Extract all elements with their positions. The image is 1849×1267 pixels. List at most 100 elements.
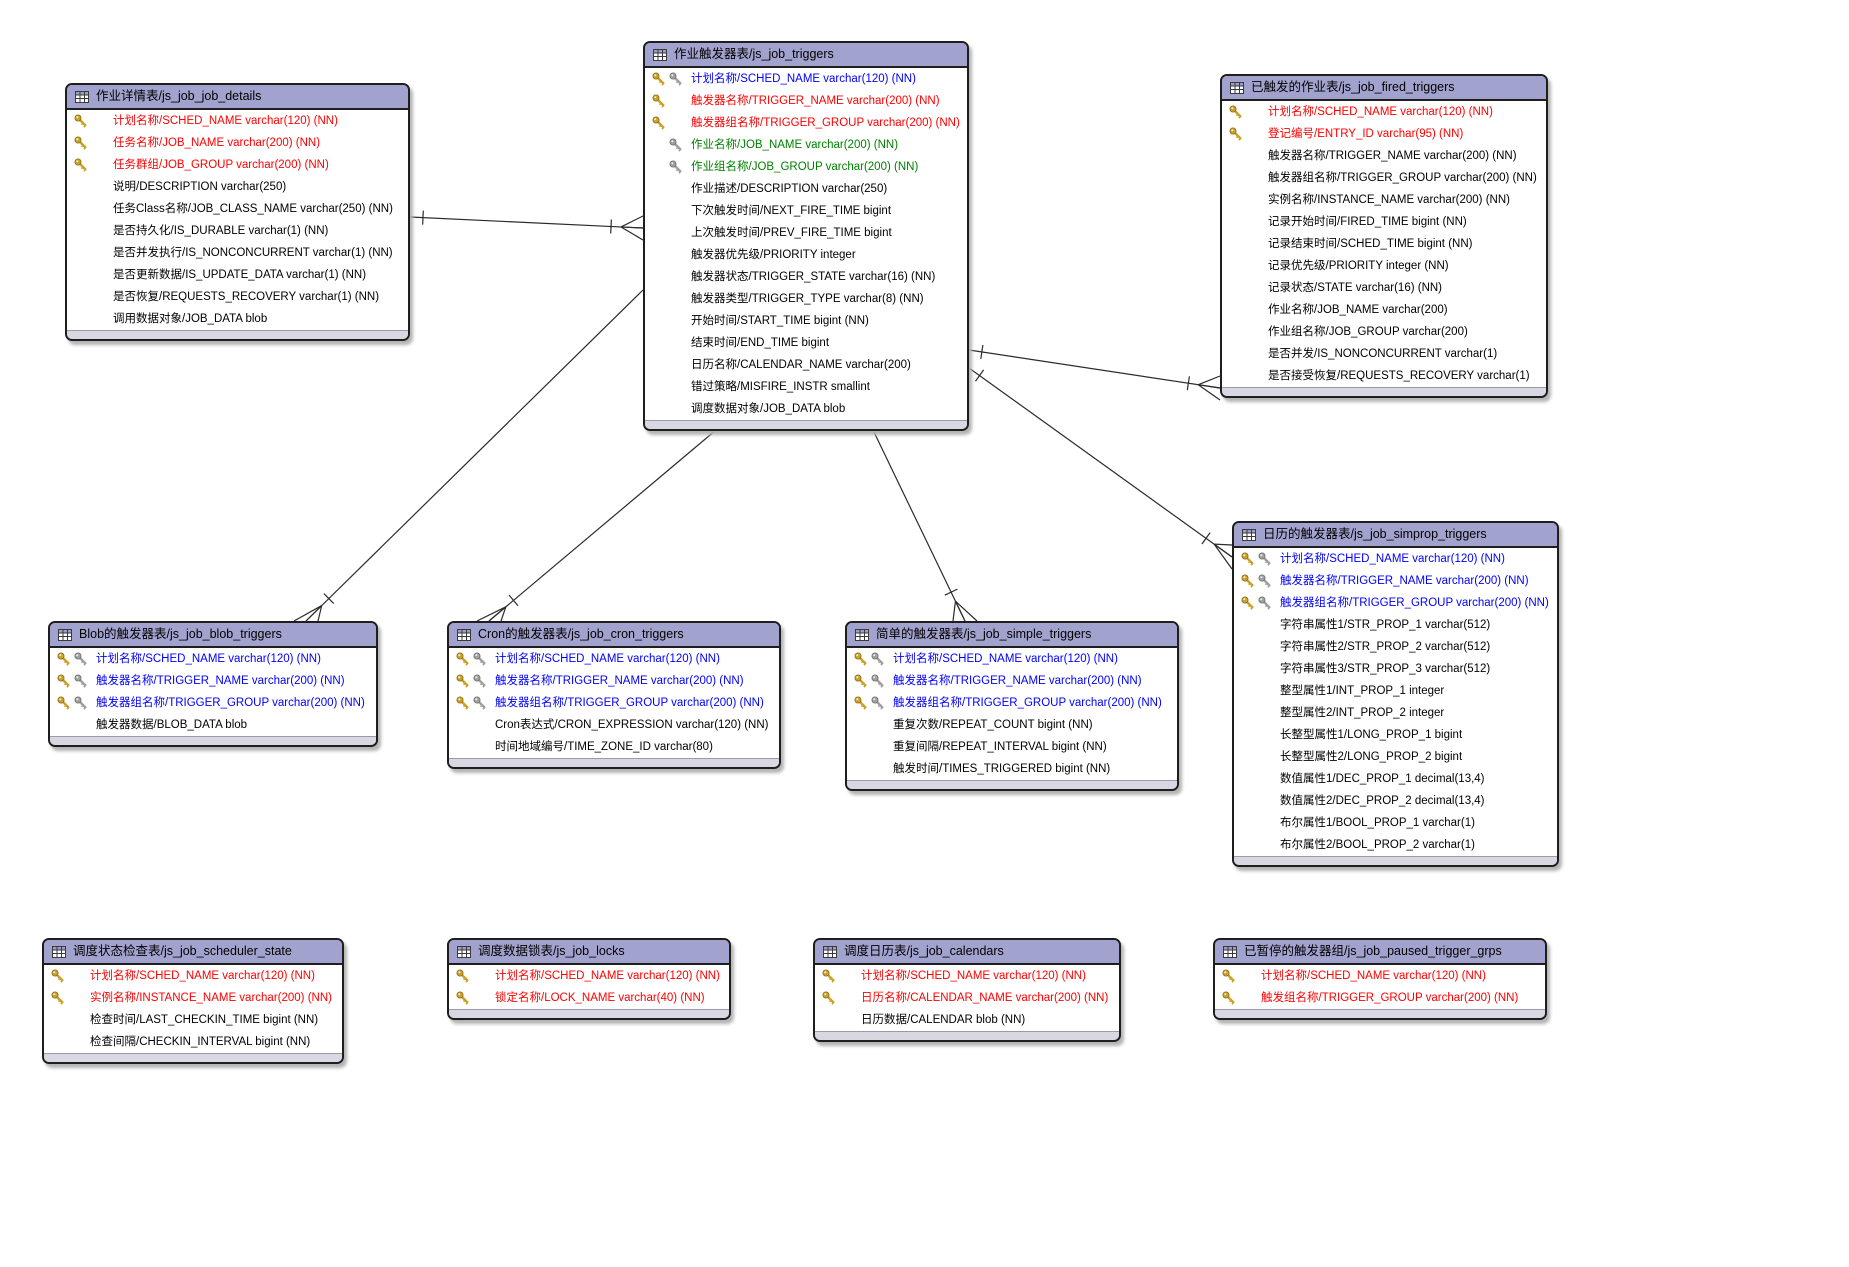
field-row-js_job_fired_triggers: 实例名称/INSTANCE_NAME varchar(200) (NN) <box>1222 189 1546 211</box>
field-label: 登记编号/ENTRY_ID varchar(95) (NN) <box>1268 128 1464 140</box>
entity-title: 简单的触发器表/js_job_simple_triggers <box>876 627 1092 641</box>
field-label: 计划名称/SCHED_NAME varchar(120) (NN) <box>90 970 315 982</box>
foreign-key-icon <box>74 696 88 710</box>
entity-footer <box>67 330 408 339</box>
foreign-key-icon <box>1258 574 1272 588</box>
field-label: 计划名称/SCHED_NAME varchar(120) (NN) <box>113 115 338 127</box>
field-row-js_job_paused_trigger_grps: 计划名称/SCHED_NAME varchar(120) (NN) <box>1215 965 1545 987</box>
primary-key-icon <box>456 969 470 983</box>
rel-job-details-to-triggers[interactable] <box>409 210 644 241</box>
primary-key-icon <box>854 696 868 710</box>
field-row-js_job_triggers: 开始时间/START_TIME bigint (NN) <box>645 310 967 332</box>
entity-title: 日历的触发器表/js_job_simprop_triggers <box>1263 527 1487 541</box>
field-row-js_job_simprop_triggers: 触发器组名称/TRIGGER_GROUP varchar(200) (NN) <box>1234 592 1557 614</box>
field-label: 记录结束时间/SCHED_TIME bigint (NN) <box>1268 238 1473 250</box>
primary-key-icon <box>1241 552 1255 566</box>
field-label: 任务Class名称/JOB_CLASS_NAME varchar(250) (N… <box>113 203 393 215</box>
table-icon <box>75 90 89 103</box>
primary-key-icon <box>456 991 470 1005</box>
field-label: 触发器组名称/TRIGGER_GROUP varchar(200) (NN) <box>893 697 1162 709</box>
entity-header[interactable]: 已触发的作业表/js_job_fired_triggers <box>1222 76 1546 101</box>
entity-header[interactable]: 作业触发器表/js_job_triggers <box>645 43 967 68</box>
entity-js_job_job_details[interactable]: 作业详情表/js_job_job_details 计划名称/SCHED_NAME … <box>65 83 410 341</box>
field-label: 触发器组名称/TRIGGER_GROUP varchar(200) (NN) <box>691 117 960 129</box>
field-row-js_job_cron_triggers: 触发器组名称/TRIGGER_GROUP varchar(200) (NN) <box>449 692 779 714</box>
rel-triggers-to-cron-triggers[interactable] <box>476 429 717 622</box>
entity-js_job_simprop_triggers[interactable]: 日历的触发器表/js_job_simprop_triggers 计划名称/SCHE… <box>1232 521 1559 867</box>
entity-header[interactable]: Blob的触发器表/js_job_blob_triggers <box>50 623 376 648</box>
field-label: 日历名称/CALENDAR_NAME varchar(200) (NN) <box>861 992 1109 1004</box>
entity-header[interactable]: Cron的触发器表/js_job_cron_triggers <box>449 623 779 648</box>
primary-key-icon <box>652 72 666 86</box>
field-label: 计划名称/SCHED_NAME varchar(120) (NN) <box>691 73 916 85</box>
field-row-js_job_triggers: 作业组名称/JOB_GROUP varchar(200) (NN) <box>645 156 967 178</box>
field-label: 计划名称/SCHED_NAME varchar(120) (NN) <box>1280 553 1505 565</box>
field-label: 触发组名称/TRIGGER_GROUP varchar(200) (NN) <box>1261 992 1519 1004</box>
field-row-js_job_triggers: 触发器类型/TRIGGER_TYPE varchar(8) (NN) <box>645 288 967 310</box>
field-label: 时间地域编号/TIME_ZONE_ID varchar(80) <box>495 741 713 753</box>
field-row-js_job_simprop_triggers: 整型属性2/INT_PROP_2 integer <box>1234 702 1557 724</box>
primary-key-icon <box>51 991 65 1005</box>
field-row-js_job_job_details: 说明/DESCRIPTION varchar(250) <box>67 176 408 198</box>
field-label: 重复次数/REPEAT_COUNT bigint (NN) <box>893 719 1093 731</box>
entity-header[interactable]: 调度日历表/js_job_calendars <box>815 940 1119 965</box>
entity-header[interactable]: 已暂停的触发器组/js_job_paused_trigger_grps <box>1215 940 1545 965</box>
entity-header[interactable]: 日历的触发器表/js_job_simprop_triggers <box>1234 523 1557 548</box>
table-icon <box>653 48 667 61</box>
field-row-js_job_simple_triggers: 重复间隔/REPEAT_INTERVAL bigint (NN) <box>847 736 1177 758</box>
primary-key-icon <box>1222 969 1236 983</box>
entity-footer <box>50 736 376 745</box>
field-label: 触发器组名称/TRIGGER_GROUP varchar(200) (NN) <box>96 697 365 709</box>
field-row-js_job_simple_triggers: 触发时间/TIMES_TRIGGERED bigint (NN) <box>847 758 1177 780</box>
entity-title: Blob的触发器表/js_job_blob_triggers <box>79 627 282 641</box>
field-row-js_job_simple_triggers: 触发器组名称/TRIGGER_GROUP varchar(200) (NN) <box>847 692 1177 714</box>
field-label: 字符串属性1/STR_PROP_1 varchar(512) <box>1280 619 1491 631</box>
field-row-js_job_cron_triggers: Cron表达式/CRON_EXPRESSION varchar(120) (NN… <box>449 714 779 736</box>
entity-header[interactable]: 简单的触发器表/js_job_simple_triggers <box>847 623 1177 648</box>
field-label: 记录状态/STATE varchar(16) (NN) <box>1268 282 1443 294</box>
field-row-js_job_fired_triggers: 计划名称/SCHED_NAME varchar(120) (NN) <box>1222 101 1546 123</box>
entity-js_job_triggers[interactable]: 作业触发器表/js_job_triggers 计划名称/SCHED_NAME va… <box>643 41 969 431</box>
field-label: 触发器类型/TRIGGER_TYPE varchar(8) (NN) <box>691 293 924 305</box>
field-row-js_job_triggers: 结束时间/END_TIME bigint <box>645 332 967 354</box>
field-label: 说明/DESCRIPTION varchar(250) <box>113 181 287 193</box>
field-row-js_job_blob_triggers: 触发器组名称/TRIGGER_GROUP varchar(200) (NN) <box>50 692 376 714</box>
field-label: 整型属性1/INT_PROP_1 integer <box>1280 685 1445 697</box>
field-label: 触发器优先级/PRIORITY integer <box>691 249 856 261</box>
field-row-js_job_fired_triggers: 作业名称/JOB_NAME varchar(200) <box>1222 299 1546 321</box>
entity-js_job_scheduler_state[interactable]: 调度状态检查表/js_job_scheduler_state 计划名称/SCHED… <box>42 938 344 1064</box>
field-row-js_job_cron_triggers: 触发器名称/TRIGGER_NAME varchar(200) (NN) <box>449 670 779 692</box>
field-row-js_job_locks: 计划名称/SCHED_NAME varchar(120) (NN) <box>449 965 729 987</box>
entity-title: 调度状态检查表/js_job_scheduler_state <box>73 944 292 958</box>
field-row-js_job_calendars: 日历数据/CALENDAR blob (NN) <box>815 1009 1119 1031</box>
field-row-js_job_paused_trigger_grps: 触发组名称/TRIGGER_GROUP varchar(200) (NN) <box>1215 987 1545 1009</box>
entity-header[interactable]: 调度数据锁表/js_job_locks <box>449 940 729 965</box>
entity-header[interactable]: 作业详情表/js_job_job_details <box>67 85 408 110</box>
primary-key-icon <box>1241 574 1255 588</box>
field-label: 数值属性2/DEC_PROP_2 decimal(13,4) <box>1280 795 1485 807</box>
field-label: 长整型属性2/LONG_PROP_2 bigint <box>1280 751 1463 763</box>
rel-triggers-to-blob-triggers[interactable] <box>293 289 644 622</box>
rel-triggers-to-simple-triggers[interactable] <box>872 429 978 622</box>
rel-triggers-to-simprop-triggers[interactable] <box>968 367 1233 570</box>
table-icon <box>1242 528 1256 541</box>
field-row-js_job_triggers: 调度数据对象/JOB_DATA blob <box>645 398 967 420</box>
field-label: 下次触发时间/NEXT_FIRE_TIME bigint <box>691 205 892 217</box>
field-label: 触发时间/TIMES_TRIGGERED bigint (NN) <box>893 763 1111 775</box>
field-row-js_job_simple_triggers: 重复次数/REPEAT_COUNT bigint (NN) <box>847 714 1177 736</box>
primary-key-icon <box>854 652 868 666</box>
table-icon <box>457 628 471 641</box>
primary-key-icon <box>51 969 65 983</box>
field-label: 触发器组名称/TRIGGER_GROUP varchar(200) (NN) <box>1280 597 1549 609</box>
entity-footer <box>449 1009 729 1018</box>
entity-header[interactable]: 调度状态检查表/js_job_scheduler_state <box>44 940 342 965</box>
rel-triggers-to-fired-triggers[interactable] <box>968 344 1221 401</box>
